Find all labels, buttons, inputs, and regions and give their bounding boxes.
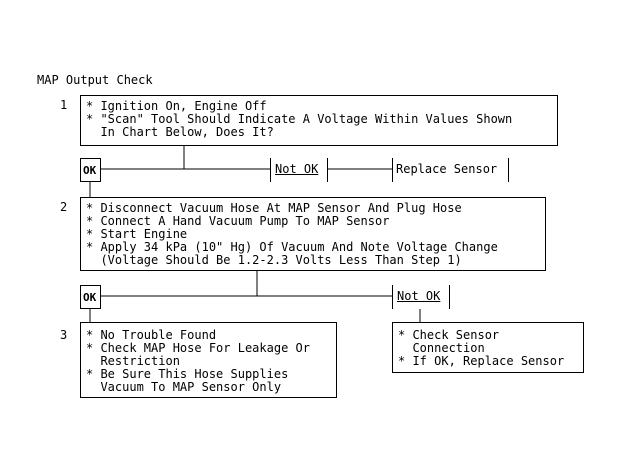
check-sensor-line-2: Connection bbox=[398, 341, 485, 355]
replace-sensor-box: Replace Sensor bbox=[392, 158, 509, 182]
branch-1-ok-label: OK bbox=[83, 164, 97, 177]
step-2-line-5: (Voltage Should Be 1.2-2.3 Volts Less Th… bbox=[86, 253, 462, 267]
step-1-line-2: * "Scan" Tool Should Indicate A Voltage … bbox=[86, 112, 513, 126]
step-1-line-3: In Chart Below, Does It? bbox=[86, 125, 274, 139]
step-2-line-3: * Start Engine bbox=[86, 227, 188, 241]
step-1-box: * Ignition On, Engine Off * "Scan" Tool … bbox=[80, 95, 558, 146]
branch-2-not-ok-label: Not OK bbox=[397, 289, 441, 303]
step-1-number: 1 bbox=[60, 98, 68, 112]
branch-1-ok-box: OK bbox=[80, 158, 101, 182]
branch-2-ok-box: OK bbox=[80, 285, 101, 309]
step-3-box: * No Trouble Found * Check MAP Hose For … bbox=[80, 322, 337, 398]
step-2-number: 2 bbox=[60, 200, 68, 214]
step-2-line-4: * Apply 34 kPa (10" Hg) Of Vacuum And No… bbox=[86, 240, 498, 254]
branch-2-ok-label: OK bbox=[83, 291, 97, 304]
check-sensor-line-1: * Check Sensor bbox=[398, 328, 500, 342]
step-3-line-5: Vacuum To MAP Sensor Only bbox=[86, 380, 282, 394]
chart-title: MAP Output Check bbox=[37, 73, 153, 87]
step-2-line-2: * Connect A Hand Vacuum Pump To MAP Sens… bbox=[86, 214, 390, 228]
branch-1-not-ok-box: Not OK bbox=[270, 158, 328, 182]
step-3-line-4: * Be Sure This Hose Supplies bbox=[86, 367, 289, 381]
step-2-line-1: * Disconnect Vacuum Hose At MAP Sensor A… bbox=[86, 201, 462, 215]
replace-sensor-label: Replace Sensor bbox=[396, 162, 498, 176]
step-3-number: 3 bbox=[60, 328, 68, 342]
step-3-line-2: * Check MAP Hose For Leakage Or bbox=[86, 341, 310, 355]
step-3-line-3: Restriction bbox=[86, 354, 180, 368]
check-sensor-line-3: * If OK, Replace Sensor bbox=[398, 354, 565, 368]
step-2-box: * Disconnect Vacuum Hose At MAP Sensor A… bbox=[80, 197, 546, 271]
branch-2-not-ok-box: Not OK bbox=[392, 285, 450, 309]
branch-1-not-ok-label: Not OK bbox=[275, 162, 319, 176]
step-1-line-1: * Ignition On, Engine Off bbox=[86, 99, 267, 113]
step-3-line-1: * No Trouble Found bbox=[86, 328, 217, 342]
check-sensor-box: * Check Sensor Connection * If OK, Repla… bbox=[392, 322, 584, 373]
